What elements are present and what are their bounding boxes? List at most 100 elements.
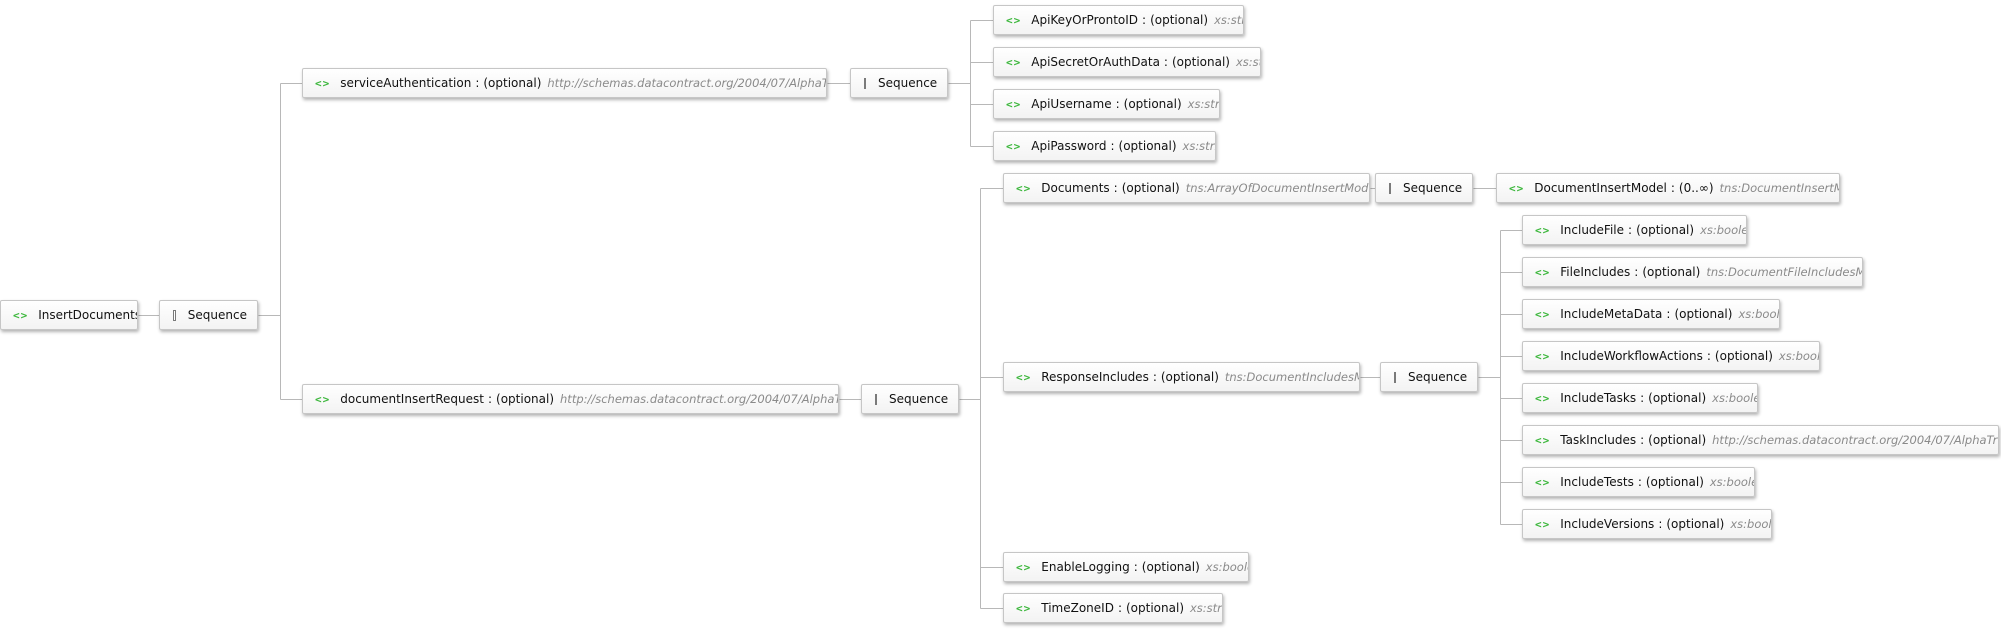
- element-type: tns:DocumentIncludesModel: [1224, 370, 1359, 384]
- sequence-document-insert-request[interactable]: Sequence: [861, 384, 959, 414]
- element-cardinality: (optional): [1171, 55, 1230, 69]
- node-file-includes[interactable]: <> FileIncludes:(optional) tns:DocumentF…: [1522, 257, 1863, 287]
- node-api-key-or-pronto-id[interactable]: <> ApiKeyOrProntoID:(optional) xs:string: [993, 5, 1244, 35]
- element-type: xs:boolean: [1778, 349, 1820, 363]
- node-documents[interactable]: <> Documents:(optional) tns:ArrayOfDocum…: [1003, 173, 1370, 203]
- element-icon: <>: [315, 76, 331, 90]
- element-icon: <>: [1535, 391, 1551, 405]
- element-type: xs:string: [1235, 55, 1260, 69]
- sequence-label: Sequence: [878, 76, 938, 90]
- element-icon: <>: [13, 308, 29, 322]
- node-service-authentication[interactable]: <> serviceAuthentication:(optional) http…: [302, 68, 827, 98]
- element-icon: <>: [315, 392, 331, 406]
- node-api-username[interactable]: <> ApiUsername:(optional) xs:string: [993, 89, 1220, 119]
- node-include-versions[interactable]: <> IncludeVersions:(optional) xs:boolean: [1522, 509, 1772, 539]
- element-name: IncludeWorkflowActions: [1560, 349, 1703, 363]
- element-type: tns:DocumentInsertModel: [1719, 181, 1839, 195]
- element-type: xs:boolean: [1700, 223, 1746, 237]
- element-name: ApiKeyOrProntoID: [1031, 13, 1139, 27]
- element-name: IncludeMetaData: [1560, 307, 1663, 321]
- sequence-icon: [173, 309, 176, 321]
- element-icon: <>: [1535, 475, 1551, 489]
- element-type: xs:boolean: [1205, 560, 1248, 574]
- element-name: ResponseIncludes: [1041, 370, 1149, 384]
- element-name: TimeZoneID: [1041, 601, 1114, 615]
- element-icon: <>: [1016, 601, 1032, 615]
- element-type: tns:DocumentFileIncludesModel: [1706, 265, 1863, 279]
- node-time-zone-id[interactable]: <> TimeZoneID:(optional) xs:string: [1003, 593, 1223, 623]
- element-cardinality: (optional): [1674, 307, 1733, 321]
- element-cardinality: (optional): [1714, 349, 1773, 363]
- node-enable-logging[interactable]: <> EnableLogging:(optional) xs:boolean: [1003, 552, 1249, 582]
- element-cardinality: (optional): [483, 76, 542, 90]
- element-icon: <>: [1535, 223, 1551, 237]
- element-cardinality: (optional): [1150, 13, 1209, 27]
- element-icon: <>: [1006, 97, 1022, 111]
- element-cardinality: (optional): [1123, 97, 1182, 111]
- sequence-icon: [864, 77, 866, 89]
- element-type: xs:string: [1187, 97, 1220, 111]
- node-task-includes[interactable]: <> TaskIncludes:(optional) http://schema…: [1522, 425, 1999, 455]
- node-api-password[interactable]: <> ApiPassword:(optional) xs:string: [993, 131, 1216, 161]
- sequence-label: Sequence: [889, 392, 949, 406]
- sequence-service-authentication[interactable]: Sequence: [850, 68, 948, 98]
- element-cardinality: (optional): [1645, 475, 1704, 489]
- element-name: TaskIncludes: [1560, 433, 1637, 447]
- element-name: Documents: [1041, 181, 1110, 195]
- element-name: FileIncludes: [1560, 265, 1631, 279]
- sequence-documents[interactable]: Sequence: [1375, 173, 1473, 203]
- node-include-workflow-actions[interactable]: <> IncludeWorkflowActions:(optional) xs:…: [1522, 341, 1820, 371]
- element-name: IncludeFile: [1560, 223, 1625, 237]
- element-cardinality: (optional): [1642, 265, 1701, 279]
- element-type: xs:string: [1190, 601, 1222, 615]
- element-icon: <>: [1016, 181, 1032, 195]
- sequence-label: Sequence: [1408, 370, 1468, 384]
- element-type: http://schemas.datacontract.org/2004/07/…: [547, 76, 827, 90]
- element-cardinality: (optional): [1666, 517, 1725, 531]
- sequence-response-includes[interactable]: Sequence: [1380, 362, 1478, 392]
- element-type: xs:boolean: [1738, 307, 1780, 321]
- element-type: http://schemas.datacontract.org/2004/07/…: [1712, 433, 1998, 447]
- element-name: DocumentInsertModel: [1534, 181, 1667, 195]
- element-cardinality: (optional): [1126, 601, 1184, 615]
- element-name: ApiUsername: [1031, 97, 1112, 111]
- element-type: http://schemas.datacontract.org/2004/07/…: [560, 392, 838, 406]
- element-icon: <>: [1535, 349, 1551, 363]
- node-api-secret-or-auth-data[interactable]: <> ApiSecretOrAuthData:(optional) xs:str…: [993, 47, 1261, 77]
- element-icon: <>: [1006, 139, 1022, 153]
- sequence-label: Sequence: [187, 308, 247, 322]
- sequence-label: Sequence: [1403, 181, 1463, 195]
- element-name: IncludeTests: [1560, 475, 1634, 489]
- node-insert-documents[interactable]: <> InsertDocuments: [0, 300, 138, 330]
- node-include-tasks[interactable]: <> IncludeTasks:(optional) xs:boolean: [1522, 383, 1758, 413]
- node-response-includes[interactable]: <> ResponseIncludes:(optional) tns:Docum…: [1003, 362, 1360, 392]
- element-name: ApiPassword: [1031, 139, 1107, 153]
- element-name: documentInsertRequest: [340, 392, 484, 406]
- element-icon: <>: [1535, 433, 1551, 447]
- element-cardinality: (optional): [1141, 560, 1200, 574]
- element-name: IncludeTasks: [1560, 391, 1637, 405]
- element-cardinality: (optional): [1118, 139, 1177, 153]
- node-include-meta-data[interactable]: <> IncludeMetaData:(optional) xs:boolean: [1522, 299, 1780, 329]
- element-name: InsertDocuments: [38, 308, 138, 322]
- sequence-root[interactable]: Sequence: [159, 300, 258, 330]
- node-document-insert-model[interactable]: <> DocumentInsertModel:(0..∞) tns:Docume…: [1496, 173, 1840, 203]
- element-type: xs:boolean: [1709, 475, 1754, 489]
- sequence-icon: [1389, 182, 1391, 194]
- node-include-tests[interactable]: <> IncludeTests:(optional) xs:boolean: [1522, 467, 1755, 497]
- element-type: xs:string: [1214, 13, 1243, 27]
- element-name: serviceAuthentication: [340, 76, 472, 90]
- node-document-insert-request[interactable]: <> documentInsertRequest:(optional) http…: [302, 384, 839, 414]
- element-icon: <>: [1535, 265, 1551, 279]
- element-icon: <>: [1509, 181, 1525, 195]
- node-include-file[interactable]: <> IncludeFile:(optional) xs:boolean: [1522, 215, 1747, 245]
- element-icon: <>: [1016, 560, 1032, 574]
- element-name: ApiSecretOrAuthData: [1031, 55, 1160, 69]
- element-cardinality: (optional): [1160, 370, 1219, 384]
- element-cardinality: (optional): [496, 392, 555, 406]
- element-type: xs:boolean: [1712, 391, 1757, 405]
- element-cardinality: (optional): [1636, 223, 1695, 237]
- element-type: xs:string: [1182, 139, 1215, 153]
- element-type: tns:ArrayOfDocumentInsertModel: [1185, 181, 1370, 195]
- sequence-icon: [875, 393, 877, 405]
